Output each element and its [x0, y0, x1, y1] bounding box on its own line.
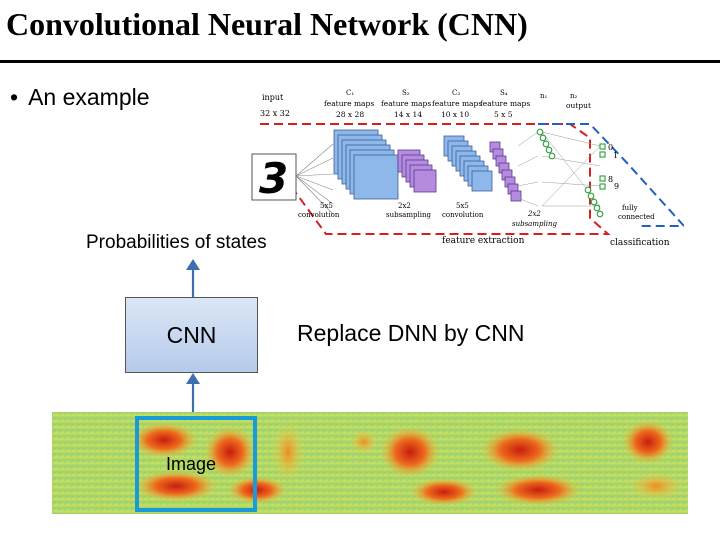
layer-s4-header: S₄ feature maps 5 x 5	[480, 89, 530, 119]
n1-node	[590, 198, 598, 206]
s2-map	[413, 169, 437, 193]
output-label-9: 9	[614, 182, 619, 191]
layer-c3-header: C₃ feature maps 10 x 10	[432, 89, 482, 119]
title-divider	[0, 60, 720, 63]
layer-c3-size: 10 x 10	[441, 110, 469, 119]
n1-nodes	[536, 128, 604, 218]
image-selection-box	[135, 416, 257, 512]
output-node	[599, 175, 606, 182]
output-label-8: 8	[608, 175, 613, 184]
n1-node	[536, 128, 544, 136]
layer-c1-name: C₁	[346, 89, 354, 97]
output-node	[599, 151, 606, 158]
n1-node	[548, 152, 556, 160]
layer-c1-caption: feature maps	[324, 99, 374, 108]
n1-node	[545, 146, 553, 154]
replace-note: Replace DNN by CNN	[297, 320, 525, 346]
output-label-0: 0	[608, 143, 613, 152]
up-arrow-to-probabilities	[186, 259, 200, 298]
bullet-text: An example	[28, 84, 150, 110]
spectrogram-image	[52, 412, 688, 514]
output-nodes	[599, 143, 606, 190]
image-label: Image	[166, 454, 217, 474]
n1-node	[584, 186, 592, 194]
n1-node	[542, 140, 550, 148]
layer-s4-name: S₄	[500, 89, 508, 97]
input-label: input	[262, 93, 284, 102]
input-digit: 3	[259, 154, 288, 203]
feature-extraction-label: feature extraction	[442, 236, 525, 246]
s4-map	[510, 190, 522, 202]
up-arrow-to-cnn	[186, 373, 200, 416]
op-conv-1-word: convolution	[298, 211, 340, 219]
cnn-block: CNN	[125, 297, 258, 373]
layer-n1-name: n₁	[540, 92, 548, 100]
n1-node	[596, 210, 604, 218]
output-node	[599, 143, 606, 150]
s4-feature-maps	[489, 141, 522, 202]
c1-feature-maps	[333, 129, 399, 200]
layer-n2-header: n₂ output	[566, 92, 591, 110]
probabilities-label: Probabilities of states	[86, 232, 267, 253]
classification-label: classification	[610, 238, 670, 248]
layer-c1-header: C₁ feature maps 28 x 28	[324, 89, 374, 119]
layer-c1-size: 28 x 28	[336, 110, 364, 119]
layer-s2-caption: feature maps	[381, 99, 431, 108]
layer-c3-name: C₃	[452, 89, 460, 97]
input-digit-frame	[251, 153, 297, 201]
layer-n2-name: n₂	[570, 92, 578, 100]
layer-s2-name: S₂	[402, 89, 410, 97]
slide-title: Convolutional Neural Network (CNN)	[6, 6, 528, 42]
spectrogram-energy	[130, 420, 684, 506]
bullet-icon: •	[10, 84, 19, 110]
layer-s2-size: 14 x 14	[394, 110, 422, 119]
cnn-block-label: CNN	[166, 321, 217, 348]
s2-feature-maps	[397, 149, 437, 193]
layer-n2-caption: output	[566, 101, 591, 110]
classification-dashed-border	[538, 123, 684, 227]
output-label-1: 1	[613, 151, 618, 160]
c1-map	[353, 154, 399, 200]
n1-node	[587, 192, 595, 200]
c3-map	[471, 170, 493, 192]
input-connection-lines	[295, 143, 334, 215]
layer-s2-header: S₂ feature maps 14 x 14	[381, 89, 431, 119]
output-node	[599, 183, 606, 190]
c3-feature-maps	[443, 135, 493, 192]
layer-s4-caption: feature maps	[480, 99, 530, 108]
fully-connected-lines	[517, 131, 601, 207]
bullet-item: • An example	[10, 84, 150, 111]
layer-s4-size: 5 x 5	[494, 110, 513, 119]
input-size: 32 x 32	[260, 109, 290, 118]
n1-node	[539, 134, 547, 142]
layer-c3-caption: feature maps	[432, 99, 482, 108]
cnn-architecture-diagram: input 32 x 32 C₁ feature maps 28 x 28 S₂…	[251, 89, 684, 248]
n1-node	[593, 204, 601, 212]
